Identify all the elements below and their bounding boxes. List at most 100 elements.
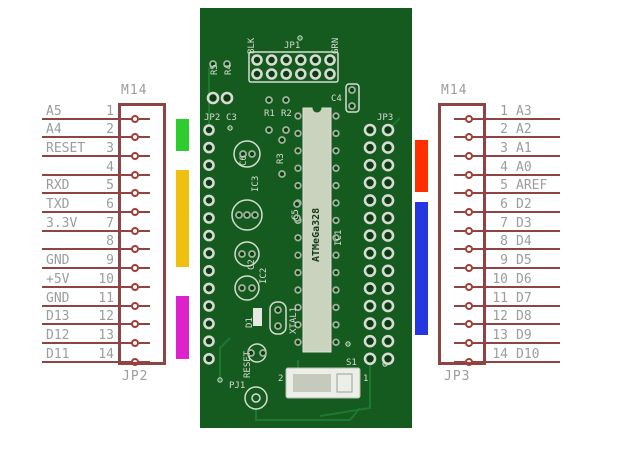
silk-mcu: ATMeGa328 <box>311 208 322 262</box>
left-pin-number-1: 1 <box>106 103 114 119</box>
ic3-outline <box>231 199 263 231</box>
pad <box>227 125 233 131</box>
pad <box>294 129 302 138</box>
right-pin-pad-12 <box>465 320 473 329</box>
right-pin-label-11: D7 <box>516 290 532 306</box>
right-pin-number-8: 8 <box>500 234 508 250</box>
jp1-outline <box>248 51 339 83</box>
pad <box>282 96 290 104</box>
pad <box>251 211 259 219</box>
left-pin-label-10: +5V <box>46 271 70 287</box>
pad <box>381 246 395 260</box>
left-pin-wire-8 <box>42 248 132 251</box>
pad <box>381 158 395 172</box>
pad <box>294 147 302 155</box>
pad <box>251 68 263 80</box>
d1-body <box>253 308 262 326</box>
pad <box>363 264 377 278</box>
left-pin-wire-6 <box>42 211 132 213</box>
pad <box>363 282 377 295</box>
left-pin-pad-6 <box>131 208 139 216</box>
right-pin-stub-11 <box>454 304 465 307</box>
jp3-strip-pads <box>363 123 395 366</box>
right-pin-number-7: 7 <box>500 215 508 231</box>
left-pin-wire-2 <box>42 136 132 139</box>
ic2-outline <box>234 275 260 301</box>
left-pin-label-14: D11 <box>46 346 70 362</box>
pad <box>203 229 215 242</box>
right-pin-wire-13 <box>472 341 560 344</box>
s1-switch <box>285 367 361 399</box>
right-pin-stub-3 <box>454 154 465 157</box>
pad <box>381 299 395 313</box>
right-pin-number-11: 11 <box>492 290 508 306</box>
left-pin-label-8 <box>46 234 94 250</box>
pad <box>381 282 395 295</box>
right-pin-label-12: D8 <box>516 309 532 325</box>
silk-blk: BLK <box>247 37 257 54</box>
xtal1-outline <box>269 301 287 335</box>
silk-c4: C4 <box>331 94 342 104</box>
left-pin-number-14: 14 <box>98 346 114 362</box>
right-pin-label-6: D2 <box>516 197 532 212</box>
ic1-pads <box>294 112 340 346</box>
left-pin-stub-11 <box>139 304 150 307</box>
left-pin-stub-8 <box>139 248 150 251</box>
pad <box>294 268 302 277</box>
pad <box>363 158 377 172</box>
left-pin-wire-10 <box>42 285 132 288</box>
pad <box>363 123 377 137</box>
pcb-silkscreen-text: BLK JP1 GRN R5 R4 JP2 C3 R1 R2 C4 JP3 C6… <box>204 37 393 391</box>
right-pin-label-4: A0 <box>516 159 532 175</box>
pad <box>243 211 251 219</box>
pad <box>294 338 302 346</box>
pad <box>332 303 340 312</box>
right-pin-wire-9 <box>472 267 560 270</box>
right-pin-pad-4 <box>465 170 473 179</box>
left-pin-stub-9 <box>139 267 150 270</box>
pad <box>294 234 302 242</box>
right-pin-label-1: A3 <box>516 103 532 119</box>
ic1-body <box>302 107 332 353</box>
right-pin-stub-4 <box>454 173 465 176</box>
left-pin-label-4 <box>46 160 94 176</box>
pad <box>203 335 215 348</box>
misc-pads <box>209 60 356 357</box>
silk-jp1: JP1 <box>284 41 300 51</box>
left-pin-wire-3 <box>42 154 132 157</box>
pad <box>381 352 395 366</box>
left-pin-number-6: 6 <box>106 197 114 212</box>
left-pin-pad-1 <box>131 114 139 123</box>
via-dots <box>217 35 388 383</box>
left-pin-pad-9 <box>131 264 139 273</box>
left-pin-wire-11 <box>42 304 132 307</box>
left-pin-number-3: 3 <box>106 140 114 156</box>
left-pin-number-8: 8 <box>106 234 114 250</box>
pad <box>332 164 340 172</box>
pad <box>332 129 340 138</box>
pad <box>363 211 377 225</box>
jp2-strip-pads <box>203 124 215 365</box>
left-pin-number-13: 13 <box>98 327 114 343</box>
pad <box>294 181 302 190</box>
pad <box>239 150 247 158</box>
pad <box>294 286 302 294</box>
pad <box>265 126 273 134</box>
pad <box>332 321 340 329</box>
left-pin-pad-4 <box>131 170 139 179</box>
right-pin-number-14: 14 <box>492 346 508 362</box>
pad <box>282 126 290 134</box>
right-pin-label-5: AREF <box>516 178 548 194</box>
left-bar-green <box>176 119 189 151</box>
pad <box>295 68 307 80</box>
pad <box>309 54 322 66</box>
silk-s1: S1 <box>346 358 357 368</box>
pad <box>235 211 243 219</box>
left-pin-stub-13 <box>139 341 150 344</box>
right-pin-label-7: D3 <box>516 215 532 231</box>
right-pin-wire-2 <box>472 136 560 139</box>
pad <box>332 286 340 294</box>
pad <box>251 54 263 66</box>
left-pin-label-12: D13 <box>46 309 70 325</box>
